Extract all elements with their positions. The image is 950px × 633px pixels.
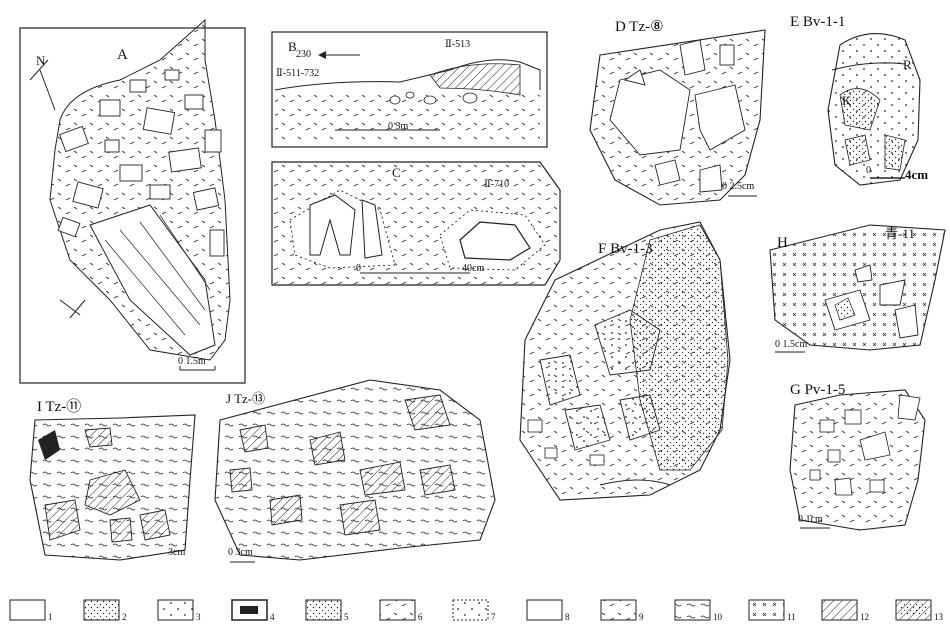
panel-g bbox=[790, 390, 925, 530]
legend-swatch-12 bbox=[822, 600, 857, 620]
north-arrow-label: N bbox=[36, 54, 45, 67]
panel-j-title: J Tz-⑬ bbox=[226, 392, 265, 405]
panel-e-r-label: R bbox=[903, 58, 912, 71]
legend-number-13: 13 bbox=[934, 613, 943, 622]
panel-e-scale-zero: 0 bbox=[866, 166, 871, 176]
legend-number-11: 11 bbox=[787, 613, 796, 622]
legend-swatch-5 bbox=[306, 600, 341, 620]
panel-d-scale: 0 2.5cm bbox=[722, 182, 754, 192]
panel-h-id: 青-11 bbox=[885, 227, 915, 240]
panel-h-scale: 0 1.5cm bbox=[775, 340, 807, 350]
legend-number-10: 10 bbox=[713, 613, 722, 622]
panel-i bbox=[30, 415, 195, 560]
panel-c-id: Ⅱ-710 bbox=[484, 180, 509, 190]
legend-swatch-1 bbox=[10, 600, 45, 620]
legend-swatch-6 bbox=[380, 600, 415, 620]
panel-a bbox=[20, 20, 245, 383]
panel-a-letter: A bbox=[117, 48, 128, 63]
legend-number-1: 1 bbox=[48, 613, 53, 622]
panel-f-title: F Bv-1-3 bbox=[598, 242, 653, 257]
panel-j-scale: 0 3cm bbox=[228, 548, 253, 558]
panel-b-arrow-label: 230 bbox=[296, 50, 311, 60]
panel-e-title: E Bv-1-1 bbox=[790, 15, 845, 30]
legend-swatch-11 bbox=[749, 600, 784, 620]
legend-swatch-2 bbox=[84, 600, 119, 620]
panel-d bbox=[590, 30, 765, 205]
legend-swatch-8 bbox=[527, 600, 562, 620]
panel-h bbox=[770, 225, 945, 352]
panel-b bbox=[272, 32, 547, 147]
panel-h-letter: H bbox=[777, 236, 788, 251]
legend-swatch-3 bbox=[158, 600, 193, 620]
legend-swatch-9 bbox=[601, 600, 636, 620]
legend-number-6: 6 bbox=[418, 613, 423, 622]
panel-g-title: G Pv-1-5 bbox=[790, 383, 845, 398]
panel-c-scale-zero: 0 bbox=[356, 264, 361, 274]
legend-swatch-10 bbox=[675, 600, 710, 620]
legend-number-8: 8 bbox=[565, 613, 570, 622]
panel-a-scale: 0 1.5m bbox=[178, 357, 206, 367]
legend-number-2: 2 bbox=[122, 613, 127, 622]
panel-g-scale: 0 1cm bbox=[798, 515, 823, 525]
legend-number-5: 5 bbox=[344, 613, 349, 622]
panel-c-letter: C bbox=[392, 166, 401, 179]
legend-number-7: 7 bbox=[491, 613, 496, 622]
legend-number-9: 9 bbox=[639, 613, 644, 622]
panel-b-right-label: Ⅱ-513 bbox=[445, 40, 470, 50]
legend-number-3: 3 bbox=[196, 613, 201, 622]
legend-number-12: 12 bbox=[860, 613, 869, 622]
panel-b-scale: 0 3m bbox=[388, 122, 408, 132]
panel-e-k-label: K bbox=[842, 94, 851, 107]
legend-number-4: 4 bbox=[270, 613, 275, 622]
panel-c-scale-end: 40cm bbox=[462, 264, 484, 274]
panel-i-title: I Tz-⑪ bbox=[37, 400, 81, 415]
panel-b-left-label: Ⅱ-511-732 bbox=[276, 69, 319, 79]
panel-c bbox=[272, 162, 560, 285]
legend-swatch-7 bbox=[453, 600, 488, 620]
panel-j bbox=[215, 380, 495, 562]
panel-e-scale-end: 4cm bbox=[905, 168, 928, 181]
panel-d-title: D Tz-⑧ bbox=[615, 20, 664, 35]
panel-i-scale: 3cm bbox=[168, 548, 185, 558]
